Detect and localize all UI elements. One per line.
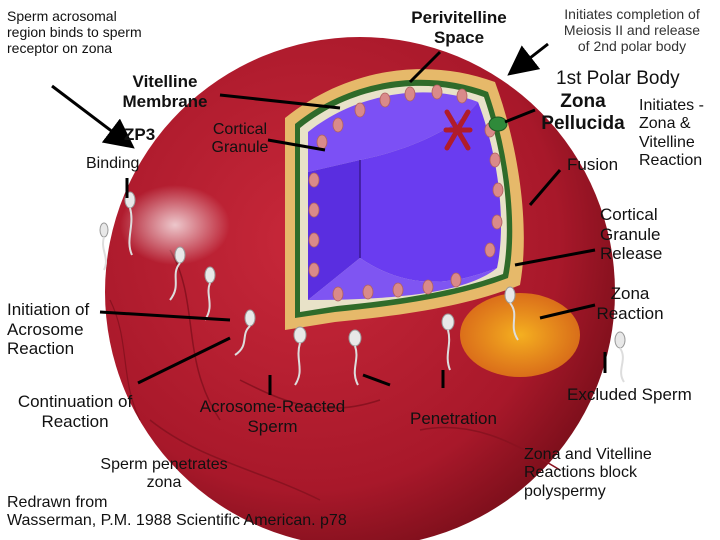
zona-reaction-zone	[460, 293, 580, 377]
perivitelline-space-label: Perivitelline Space	[411, 8, 507, 47]
first-polar-body-label: 1st Polar Body	[556, 68, 680, 89]
pointer-lines	[51, 42, 607, 395]
sperm-binds-label: Sperm acrosomal region binds to sperm re…	[7, 8, 142, 57]
egg-vein	[169, 249, 221, 421]
fusion-label: Fusion	[567, 155, 619, 174]
zona-pellucida-label: Zona Pellucida	[541, 91, 625, 134]
cytoplasm-bottom-face	[308, 258, 497, 300]
penetration-label: Penetration	[410, 409, 497, 428]
cortical-granule-label: Cortical Granule	[211, 121, 269, 157]
initiation-acrosome-label: Initiation of Acrosome Reaction	[7, 300, 90, 359]
zp3-label: ZP3	[124, 125, 156, 144]
binding-label: Binding	[86, 155, 140, 172]
egg-vein	[419, 426, 561, 471]
cortical-granules	[308, 84, 504, 302]
zona-vitelline-block-label: Zona and Vitelline Reactions block polys…	[524, 446, 652, 500]
egg-vein	[149, 419, 321, 501]
meiosis-label: Initiates completion of Meiosis II and r…	[563, 6, 701, 55]
vitelline-membrane-label: Vitelline Membrane	[122, 72, 208, 111]
sperm-penetrates-zona-label: Sperm penetrates zona	[100, 456, 228, 492]
egg-vein	[239, 379, 381, 410]
citation-label: Redrawn from Wasserman, P.M. 1988 Scient…	[7, 494, 347, 530]
cortical-granule-release-label: Cortical Granule Release	[600, 205, 663, 264]
zona-reaction-label: Zona Reaction	[596, 284, 664, 323]
zp3-binding-haze	[120, 185, 230, 265]
cytoplasm-top-face	[308, 92, 478, 172]
continuation-label: Continuation of Reaction	[17, 392, 133, 431]
excluded-sperm-label: Excluded Sperm	[567, 385, 692, 404]
sperm-cells	[99, 191, 626, 386]
acrosome-reacted-sperm-label: Acrosome-Reacted Sperm	[199, 397, 346, 436]
first-polar-body	[488, 116, 508, 132]
initiates-zona-label: Initiates - Zona & Vitelline Reaction	[639, 97, 704, 170]
cytoplasm-left-face	[308, 160, 360, 300]
meiosis-spindle	[443, 109, 473, 151]
